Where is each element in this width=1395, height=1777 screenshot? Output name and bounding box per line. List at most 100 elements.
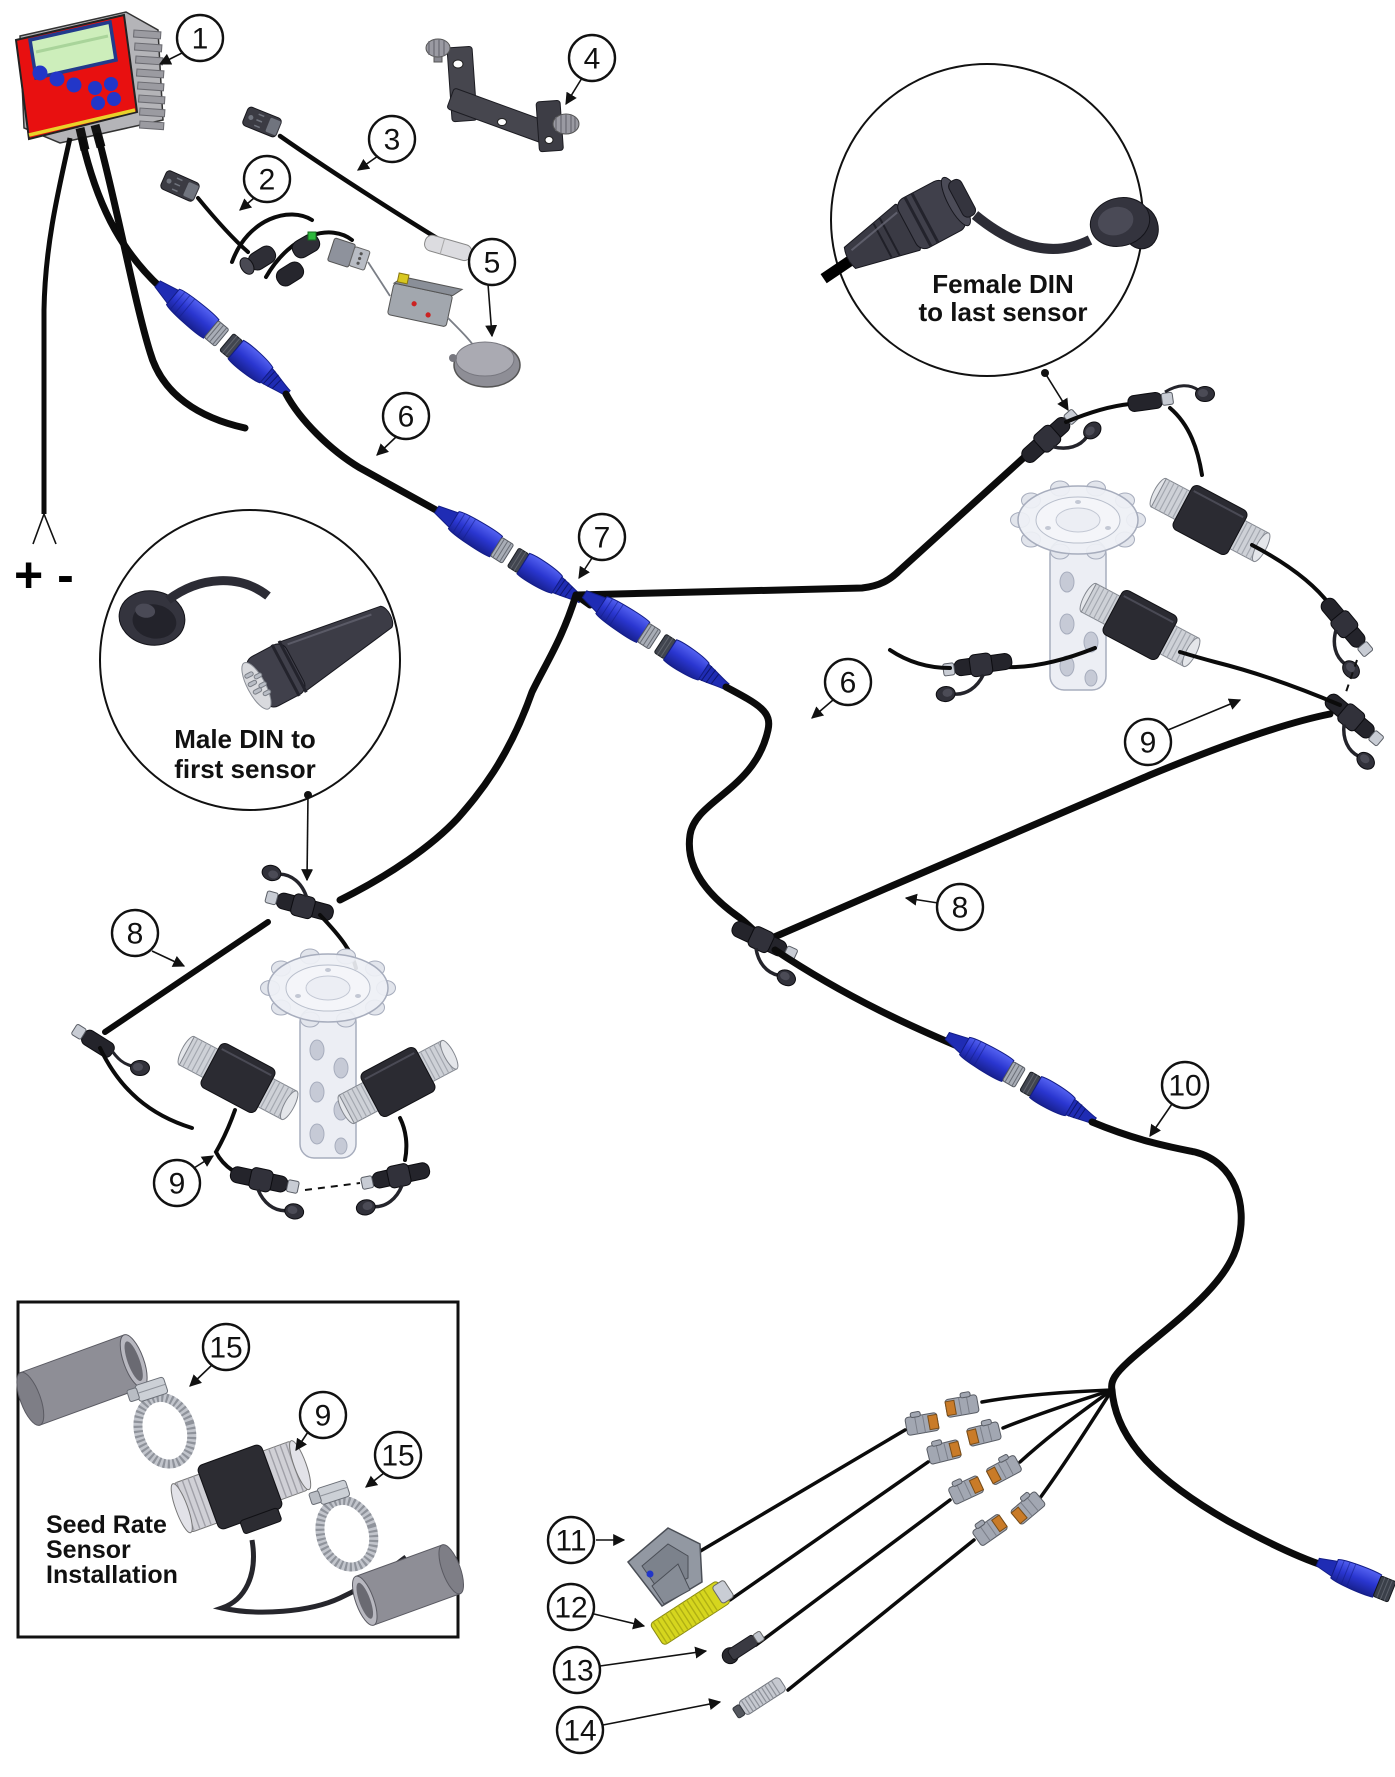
female-din-connector-art [820,176,977,284]
dashed-connection-left [304,1182,361,1191]
lcd-text-line [35,34,109,54]
svg-text:1: 1 [192,23,209,56]
hose-tube-right [352,1544,464,1626]
cap-arm [165,576,271,604]
svg-text:14: 14 [563,1715,596,1748]
svg-text:15: 15 [381,1440,414,1473]
svg-text:3: 3 [384,124,401,157]
inset-title-line-3: Installation [46,1561,178,1589]
callout-9-inset: 9 [295,1390,348,1451]
radar-module-and-disc [367,261,521,388]
mounting-bracket [425,38,580,153]
control-console [14,11,166,151]
svg-text:4: 4 [584,43,601,76]
male-din-label-1: Male DIN to [174,724,316,754]
deutsch-connector-mate [924,1435,963,1466]
svg-text:7: 7 [594,522,611,555]
deutsch-connector-mate [945,1470,985,1506]
callout-9-right: 9 [1123,698,1242,767]
console-buttons[interactable] [32,65,122,111]
y-connector-first-sensor [251,861,343,927]
female-din-callout: Female DIN to last sensor [820,63,1159,412]
male-din-callout: Male DIN to first sensor [99,509,401,882]
y-connector-right-a [1298,591,1386,684]
callout-12: 12 [546,1582,646,1632]
thumb-knob-left[interactable] [425,38,451,63]
callout-10: 10 [1149,1060,1210,1137]
right-chain-cable-c [1178,650,1342,707]
callout-15b: 15 [365,1430,423,1488]
adapter-harness-2 [158,168,371,287]
trunk-cable-left-drop [336,591,580,904]
cable-6-run-2 [685,683,773,942]
console-cable-b [94,132,249,432]
y-connector-left-a [222,1160,313,1223]
svg-text:8: 8 [127,918,144,951]
fanout-branch-4 [1038,1388,1114,1500]
right-chain-dangling [888,648,952,670]
callout-14: 14 [555,1698,722,1755]
deutsch-connector [1006,1487,1047,1526]
svg-text:10: 10 [1168,1070,1201,1103]
callout-7: 7 [577,512,627,580]
right-chain-cable-a [1064,402,1132,424]
bracket-sensor-11 [626,1527,703,1607]
round-connector-cluster [239,231,321,287]
seed-rate-sensor-inset [170,1440,312,1534]
console-heatsink-fins [132,29,166,131]
y-connector-left-b [347,1156,438,1219]
cable-8-left [102,919,271,1035]
deutsch-connector [964,1417,1003,1448]
female-din-label-2: to last sensor [918,297,1087,327]
protective-cap-icon [130,1060,150,1076]
cap-tether [1164,384,1199,394]
green-latch [307,231,317,241]
dsub-connector [240,105,284,139]
cap-arm [971,211,1093,254]
female-din-leader [1044,372,1069,412]
disc-sensor [449,341,521,388]
cable-8-right [768,710,1334,942]
deutsch-connector-mate [903,1407,940,1437]
seed-rate-sensor-right-a [1141,467,1279,573]
cable-10-end-blue-connector [1312,1549,1395,1605]
power-wire [41,137,73,514]
svg-text:9: 9 [1140,727,1157,760]
sensor-14-cable [786,1538,976,1692]
cable-3-run [277,133,453,249]
yellow-stud-sensor-12 [650,1580,734,1645]
svg-text:8: 8 [952,892,969,925]
callout-3: 3 [357,114,417,171]
seed-rate-sensor-left-a [169,1025,307,1131]
svg-text:12: 12 [554,1592,587,1625]
dashed-connection-right [1344,659,1358,696]
deutsch-connector [983,1450,1023,1486]
power-lead: + - [14,137,74,603]
svg-text:11: 11 [555,1525,586,1558]
female-din-label-1: Female DIN [932,269,1074,299]
male-din-connector-art [241,605,394,710]
right-chain-cable-b [1168,406,1204,477]
svg-text:13: 13 [560,1655,593,1688]
svg-text:9: 9 [169,1168,186,1201]
sensor-tail-right-a [1250,543,1332,607]
yellow-tab [396,272,410,285]
callout-8-left: 8 [110,908,186,967]
callout-4: 4 [565,33,617,106]
y-connector-right-b [1305,687,1395,775]
dsub-connector [158,168,202,204]
console-cable-a [78,136,164,291]
blue-amp-connector-pair-3 [576,582,735,699]
cable-10-run-1 [771,946,959,1049]
console-trim-strip [28,108,136,137]
trunk-cable-right [572,448,1034,599]
thumb-knob-right[interactable] [552,113,580,135]
power-polarity-label: + - [14,547,74,603]
callout-8-right: 8 [904,882,985,932]
sensor-tail-left-b [398,1116,409,1162]
svg-text:5: 5 [484,247,501,280]
magnetic-sensor-13 [721,1631,765,1665]
svg-text:6: 6 [398,401,415,434]
